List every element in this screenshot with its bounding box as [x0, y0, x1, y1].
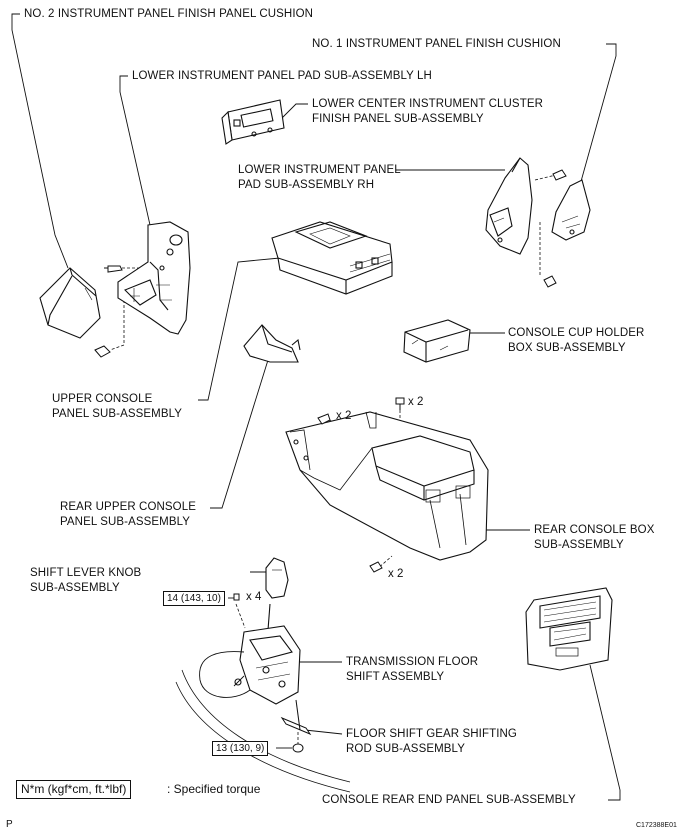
rh-pad-lower-clip	[543, 275, 557, 288]
rh-pad-clip	[552, 169, 567, 181]
torque-legend-box: N*m (kgf*cm, ft.*lbf)	[16, 780, 132, 799]
label-trans-shift: TRANSMISSION FLOOR SHIFT ASSEMBLY	[346, 655, 478, 685]
qty-bolt-x2: x 2	[408, 396, 424, 408]
console-clip-left	[317, 413, 331, 425]
no1-finish-cushion-part	[551, 179, 591, 241]
leader-floor-rod	[304, 729, 343, 735]
label-lower-pad-lh: LOWER INSTRUMENT PANEL PAD SUB-ASSEMBLY …	[132, 69, 432, 84]
torque-box-rod: 13 (130, 9)	[212, 741, 269, 756]
leader-lower-center-cluster	[281, 103, 308, 119]
label-rear-upper-console-line2: PANEL SUB-ASSEMBLY	[60, 516, 191, 528]
lower-pad-lh-part	[117, 221, 191, 335]
knob-bolt	[233, 593, 240, 601]
leader-lower-pad-lh	[119, 75, 151, 226]
console-screw-bottom	[369, 561, 383, 573]
lh-pad-clip	[104, 265, 123, 273]
label-lower-pad-lh-text: LOWER INSTRUMENT PANEL PAD SUB-ASSEMBLY …	[132, 70, 432, 82]
label-rear-console-box-line1: REAR CONSOLE BOX	[534, 524, 655, 536]
label-cup-holder-line1: CONSOLE CUP HOLDER	[508, 327, 645, 339]
label-lower-pad-rh: LOWER INSTRUMENT PANEL PAD SUB-ASSEMBLY …	[238, 163, 401, 193]
label-upper-console-line2: PANEL SUB-ASSEMBLY	[52, 408, 183, 420]
console-bolt-top	[395, 397, 405, 410]
label-lower-center-cluster: LOWER CENTER INSTRUMENT CLUSTER FINISH P…	[312, 97, 543, 127]
rod-nut	[292, 743, 304, 753]
transmission-floor-shift-part	[175, 603, 351, 793]
leader-upper-console	[198, 257, 281, 401]
label-rear-upper-console: REAR UPPER CONSOLE PANEL SUB-ASSEMBLY	[60, 500, 196, 530]
label-rear-upper-console-line1: REAR UPPER CONSOLE	[60, 501, 196, 513]
label-no2-cushion: NO. 2 INSTRUMENT PANEL FINISH PANEL CUSH…	[24, 7, 313, 22]
leader-rear-end-panel	[589, 664, 621, 801]
label-rear-console-box-line2: SUB-ASSEMBLY	[534, 539, 624, 551]
lower-center-cluster-panel-part	[221, 99, 285, 145]
floor-shift-rod-part	[280, 699, 312, 736]
label-floor-rod-line1: FLOOR SHIFT GEAR SHIFTING	[346, 728, 517, 740]
label-no1-cushion: NO. 1 INSTRUMENT PANEL FINISH CUSHION	[312, 37, 561, 52]
leader-lines	[11, 13, 621, 801]
no2-finish-panel-cushion-part	[39, 267, 101, 339]
label-upper-console-line1: UPPER CONSOLE	[52, 393, 153, 405]
label-trans-shift-line1: TRANSMISSION FLOOR	[346, 656, 479, 668]
lh-pad-lower-clip	[94, 345, 111, 358]
leader-no2-cushion	[11, 13, 69, 269]
console-rear-end-panel-part	[525, 587, 613, 671]
label-cup-holder-line2: BOX SUB-ASSEMBLY	[508, 342, 626, 354]
label-rear-end-panel: CONSOLE REAR END PANEL SUB-ASSEMBLY	[322, 793, 576, 808]
qty-screw-x2: x 2	[388, 568, 404, 580]
label-no2-cushion-text: NO. 2 INSTRUMENT PANEL FINISH PANEL CUSH…	[24, 8, 314, 20]
lower-pad-rh-part	[485, 157, 533, 255]
shift-lever-knob-part	[265, 557, 289, 599]
label-cup-holder: CONSOLE CUP HOLDER BOX SUB-ASSEMBLY	[508, 326, 644, 356]
footer-mark: P	[6, 819, 13, 830]
label-shift-knob-line1: SHIFT LEVER KNOB	[30, 567, 142, 579]
upper-console-panel-part	[271, 221, 393, 295]
label-rear-console-box: REAR CONSOLE BOX SUB-ASSEMBLY	[534, 523, 654, 553]
qty-bolt-x4: x 4	[246, 591, 262, 603]
label-no1-cushion-text: NO. 1 INSTRUMENT PANEL FINISH CUSHION	[312, 38, 561, 50]
cup-holder-box-part	[403, 319, 471, 363]
label-lower-center-cluster-line2: FINISH PANEL SUB-ASSEMBLY	[312, 113, 484, 125]
leader-no1-cushion	[579, 43, 617, 186]
leader-rear-upper-console	[210, 359, 269, 509]
label-lower-pad-rh-line2: PAD SUB-ASSEMBLY RH	[238, 179, 375, 191]
label-floor-rod: FLOOR SHIFT GEAR SHIFTING ROD SUB-ASSEMB…	[346, 727, 517, 757]
label-rear-end-panel-text: CONSOLE REAR END PANEL SUB-ASSEMBLY	[322, 794, 576, 806]
torque-legend-text: : Specified torque	[167, 782, 261, 796]
label-floor-rod-line2: ROD SUB-ASSEMBLY	[346, 743, 465, 755]
label-shift-knob-line2: SUB-ASSEMBLY	[30, 582, 120, 594]
qty-clip-x2: x 2	[336, 410, 352, 422]
label-lower-pad-rh-line1: LOWER INSTRUMENT PANEL	[238, 164, 401, 176]
label-upper-console: UPPER CONSOLE PANEL SUB-ASSEMBLY	[52, 392, 182, 422]
label-trans-shift-line2: SHIFT ASSEMBLY	[346, 671, 445, 683]
rear-upper-console-panel-part	[243, 324, 301, 363]
label-shift-knob: SHIFT LEVER KNOB SUB-ASSEMBLY	[30, 566, 141, 596]
rear-console-box-part	[285, 411, 489, 561]
torque-box-knob: 14 (143, 10)	[163, 591, 225, 606]
figure-code: C172388E01	[636, 822, 677, 829]
label-lower-center-cluster-line1: LOWER CENTER INSTRUMENT CLUSTER	[312, 98, 543, 110]
